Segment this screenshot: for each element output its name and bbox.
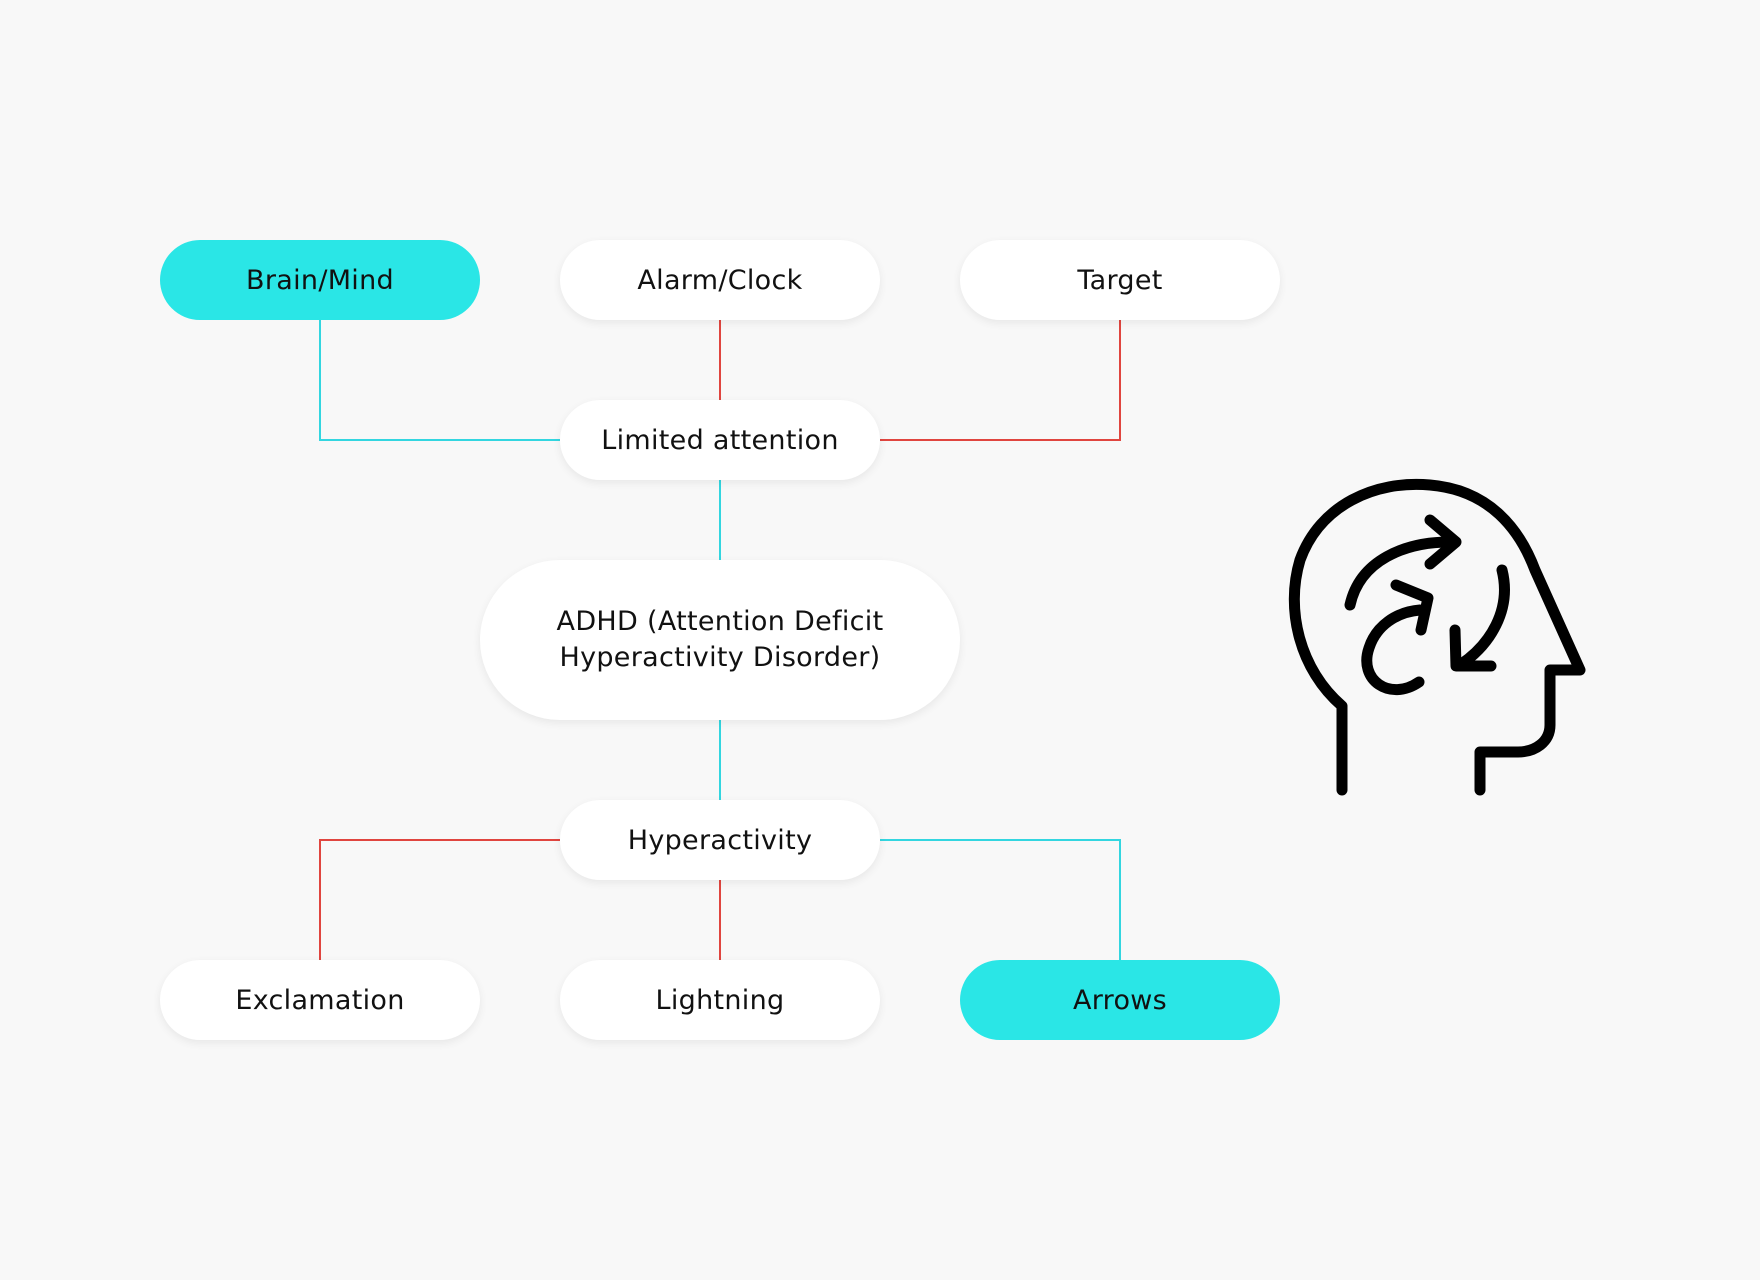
head-outline xyxy=(1288,478,1586,796)
connector-hyperactivity-to-arrows xyxy=(880,839,1121,960)
node-brain-mind: Brain/Mind xyxy=(160,240,480,320)
node-exclamation: Exclamation xyxy=(160,960,480,1040)
right-arrow-head xyxy=(1449,624,1497,672)
node-adhd: ADHD (Attention Deficit Hyperactivity Di… xyxy=(480,560,960,720)
connector-brain-to-limited xyxy=(319,320,560,441)
right-arrow-arc xyxy=(1454,564,1510,671)
head-with-cycle-arrows-icon xyxy=(1288,478,1586,796)
connector-hyperactivity-to-exclamation xyxy=(319,839,560,960)
node-arrows: Arrows xyxy=(960,960,1280,1040)
node-hyperactivity: Hyperactivity xyxy=(560,800,880,880)
node-lightning: Lightning xyxy=(560,960,880,1040)
node-limited-attention: Limited attention xyxy=(560,400,880,480)
upper-arrow-head xyxy=(1424,514,1462,570)
node-alarm-clock: Alarm/Clock xyxy=(560,240,880,320)
upper-arrow-arc xyxy=(1344,536,1456,611)
lower-arrow-head xyxy=(1390,579,1434,636)
lower-arrow-arc xyxy=(1361,604,1426,696)
node-target: Target xyxy=(960,240,1280,320)
connector-target-to-limited xyxy=(880,320,1121,441)
